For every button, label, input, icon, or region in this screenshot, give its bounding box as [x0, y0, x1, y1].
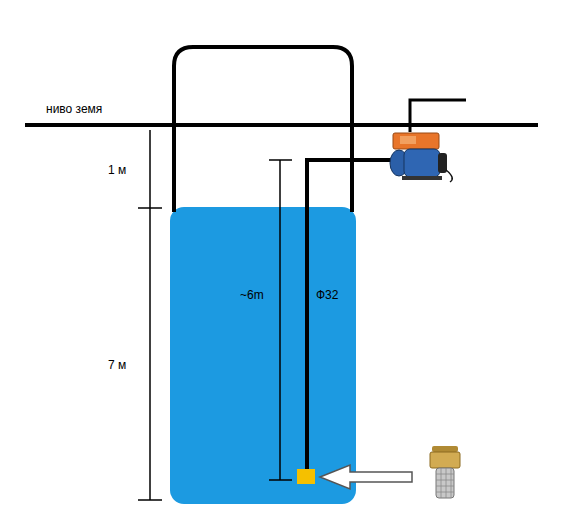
outlet-pipe: [410, 100, 466, 132]
pipe-diameter-label: Ф32: [316, 288, 338, 302]
pump-control-panel: [400, 136, 416, 144]
water-tank: [170, 207, 356, 504]
foot-valve: [297, 469, 315, 484]
valve-thread: [432, 446, 458, 452]
ground-level-label: ниво земя: [46, 102, 102, 116]
dimension-line: [279, 160, 281, 480]
pointer-arrow: [320, 465, 412, 489]
strainer-mesh: [436, 468, 454, 498]
valve-body: [430, 452, 460, 468]
pump-motor-cap: [438, 153, 447, 173]
dimension-tick: [138, 207, 162, 209]
dimension-label: 7 м: [108, 358, 126, 372]
ground-line: [25, 123, 538, 127]
pump-symbol: [390, 133, 452, 182]
dimension-label: 1 м: [108, 163, 126, 177]
tank-outline-pipe: [174, 47, 352, 212]
suction-pipe: [307, 160, 398, 472]
pump-cable: [446, 170, 452, 182]
dimension-tick: [269, 159, 292, 161]
pump-base: [402, 176, 442, 180]
pump-motor: [404, 149, 440, 177]
dimension-tick: [269, 479, 292, 481]
check-valve-picture: [430, 446, 460, 498]
dimension-line: [149, 130, 151, 500]
dimension-tick: [138, 499, 162, 501]
dimension-label: ~6m: [240, 288, 264, 302]
valve-strainer: [436, 468, 454, 498]
pump-control-box: [393, 133, 439, 149]
